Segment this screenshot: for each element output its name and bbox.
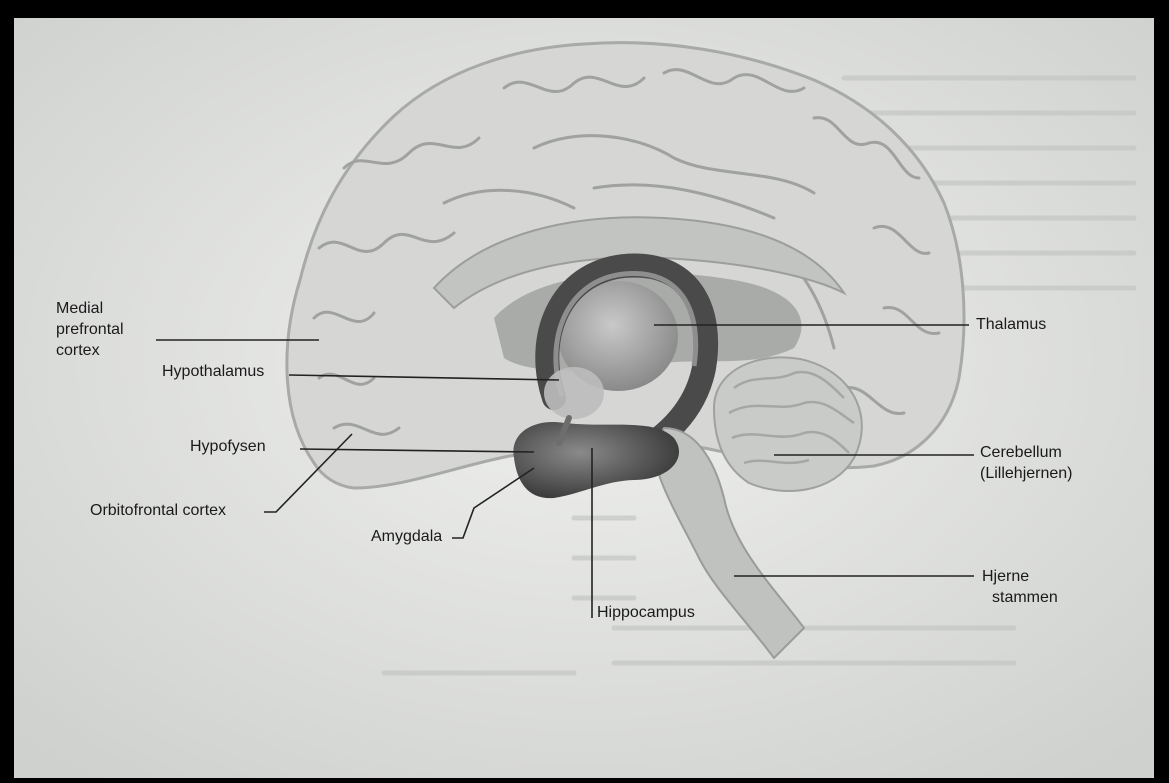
brain-sagittal-illustration — [14, 18, 1154, 778]
label-hypothalamus: Hypothalamus — [162, 361, 264, 382]
label-cerebellum: Cerebellum (Lillehjernen) — [980, 442, 1073, 484]
label-hjernestammen: Hjerne stammen — [982, 566, 1058, 608]
label-line: cortex — [56, 340, 124, 361]
label-medial-prefrontal-cortex: Medial prefrontal cortex — [56, 298, 124, 361]
label-hypofysen: Hypofysen — [190, 436, 266, 457]
label-line: prefrontal — [56, 319, 124, 340]
label-line: (Lillehjernen) — [980, 463, 1073, 484]
label-line: stammen — [982, 587, 1058, 608]
label-thalamus: Thalamus — [976, 314, 1046, 335]
cerebellum — [714, 357, 862, 491]
label-hippocampus: Hippocampus — [597, 602, 695, 623]
label-line: Medial — [56, 298, 124, 319]
hypothalamus — [544, 367, 604, 419]
textbook-page: Medial prefrontal cortex Hypothalamus Hy… — [14, 18, 1154, 778]
label-orbitofrontal-cortex: Orbitofrontal cortex — [90, 500, 226, 521]
label-line: Cerebellum — [980, 442, 1073, 463]
label-amygdala: Amygdala — [371, 526, 442, 547]
label-line: Hjerne — [982, 566, 1058, 587]
